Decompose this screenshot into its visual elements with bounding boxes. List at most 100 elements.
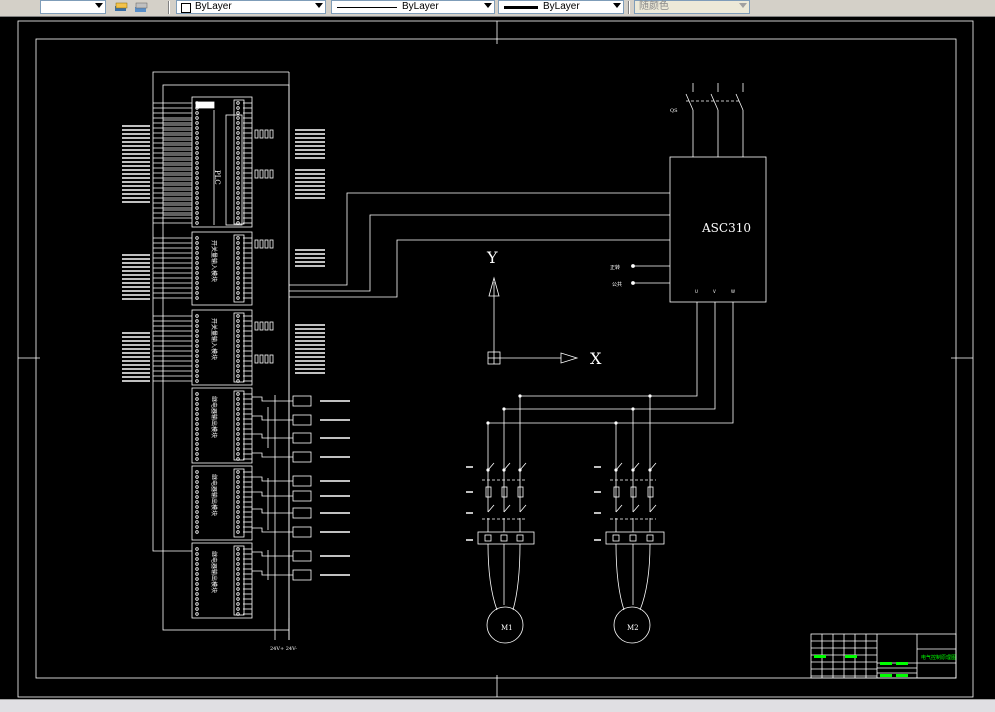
terminal-screw bbox=[195, 572, 199, 576]
contact bbox=[649, 504, 657, 513]
terminal-screw bbox=[195, 505, 199, 509]
ucs-icon bbox=[487, 276, 579, 365]
terminal-screw bbox=[195, 602, 199, 606]
indicator-box bbox=[269, 129, 274, 139]
terminal-screw bbox=[195, 146, 199, 150]
plc-input-module-1 bbox=[191, 231, 253, 306]
terminal-screw bbox=[236, 592, 240, 596]
layer-previous-icon[interactable] bbox=[134, 0, 148, 14]
terminal-screw bbox=[195, 156, 199, 160]
terminal-screw bbox=[236, 171, 240, 175]
terminal-screw bbox=[236, 437, 240, 441]
terminal-screw bbox=[195, 475, 199, 479]
terminal-screw bbox=[195, 251, 199, 255]
title-block-name: 电气控制原理图 bbox=[921, 654, 956, 661]
terminal-screw bbox=[236, 296, 240, 300]
vfd-out-u: U bbox=[695, 289, 698, 294]
coil-wire bbox=[252, 551, 293, 557]
terminal-screw bbox=[236, 567, 240, 571]
axis-y-label: Y bbox=[486, 248, 498, 267]
plc-output-module-2 bbox=[191, 465, 253, 541]
linetype-dropdown-value: ByLayer bbox=[402, 1, 439, 12]
coil-box bbox=[292, 451, 312, 463]
terminal-screw bbox=[195, 402, 199, 406]
coil-box bbox=[292, 569, 312, 581]
terminal-screw bbox=[236, 236, 240, 240]
terminal-screw bbox=[195, 176, 199, 180]
terminal-screw bbox=[236, 281, 240, 285]
heater bbox=[516, 534, 524, 542]
terminal-screw bbox=[236, 442, 240, 446]
indicator-box bbox=[264, 239, 269, 249]
indicator-box bbox=[264, 321, 269, 331]
layer-states-icon[interactable] bbox=[114, 0, 128, 14]
terminal-screw bbox=[195, 344, 199, 348]
coil-wire bbox=[252, 476, 293, 482]
terminal-screw bbox=[195, 314, 199, 318]
indicator-box bbox=[254, 129, 259, 139]
coil-wire bbox=[252, 527, 293, 533]
vfd-output-bus bbox=[486, 302, 734, 470]
indicator-box bbox=[259, 169, 264, 179]
terminal-screw bbox=[195, 236, 199, 240]
module-label-2: 开关量输入模块 bbox=[210, 318, 218, 360]
terminal-screw bbox=[236, 266, 240, 270]
terminal-screw bbox=[195, 166, 199, 170]
contact bbox=[615, 504, 623, 513]
terminal-screw bbox=[236, 176, 240, 180]
terminal-screw bbox=[236, 490, 240, 494]
module-label-3: 继电器输出模块 bbox=[210, 396, 218, 438]
contact bbox=[487, 504, 495, 513]
contact bbox=[615, 462, 623, 471]
coil-box bbox=[292, 526, 312, 538]
module-label-1: 开关量输入模块 bbox=[210, 240, 218, 282]
terminal-screw bbox=[195, 266, 199, 270]
terminal-screw bbox=[236, 131, 240, 135]
terminal-screw bbox=[236, 515, 240, 519]
terminal-screw bbox=[236, 136, 240, 140]
terminal-strip bbox=[233, 99, 245, 225]
terminal-screw bbox=[236, 582, 240, 586]
plot-style-dropdown[interactable]: 随颜色 bbox=[634, 0, 750, 14]
contact bbox=[487, 462, 495, 471]
terminal-screw bbox=[195, 216, 199, 220]
plc-panel bbox=[152, 71, 290, 640]
lineweight-dropdown[interactable]: ByLayer bbox=[498, 0, 624, 14]
terminal-screw bbox=[195, 577, 199, 581]
terminal-screw bbox=[195, 131, 199, 135]
terminal-screw bbox=[236, 271, 240, 275]
terminal-screw bbox=[236, 206, 240, 210]
terminal-screw bbox=[195, 181, 199, 185]
terminal-screw bbox=[236, 485, 240, 489]
drawing-canvas[interactable]: PLC 开关量输入模块 开关量输入模块 继电器输出模块 继电器输出模块 继电器输… bbox=[0, 17, 995, 699]
fuse bbox=[501, 486, 508, 498]
horizontal-scrollbar[interactable] bbox=[0, 699, 995, 712]
toolbar-separator bbox=[628, 1, 630, 14]
lineweight-dropdown-value: ByLayer bbox=[543, 1, 580, 12]
heater bbox=[646, 534, 654, 542]
contact bbox=[503, 462, 511, 471]
terminal-screw bbox=[195, 520, 199, 524]
terminal-screw bbox=[236, 146, 240, 150]
color-dropdown-value: ByLayer bbox=[195, 1, 232, 12]
terminal-screw bbox=[236, 201, 240, 205]
motor-circuit-2 bbox=[594, 462, 665, 644]
terminal-screw bbox=[236, 121, 240, 125]
terminal-screw bbox=[236, 452, 240, 456]
terminal-screw bbox=[195, 485, 199, 489]
terminal-strip bbox=[233, 390, 245, 461]
terminal-screw bbox=[195, 427, 199, 431]
contact bbox=[632, 462, 640, 471]
terminal-screw bbox=[195, 417, 199, 421]
plc-output-module-1 bbox=[191, 387, 253, 464]
linetype-dropdown[interactable]: ByLayer bbox=[331, 0, 495, 14]
coil-box bbox=[292, 507, 312, 519]
terminal-screw bbox=[195, 452, 199, 456]
indicator-box bbox=[254, 354, 259, 364]
color-dropdown[interactable]: ByLayer bbox=[176, 0, 326, 14]
toolbar-dropdown-left[interactable] bbox=[40, 0, 106, 14]
terminal-screw bbox=[195, 191, 199, 195]
terminal-screw bbox=[195, 597, 199, 601]
vfd-out-v: V bbox=[713, 289, 716, 294]
terminal-screw bbox=[195, 261, 199, 265]
